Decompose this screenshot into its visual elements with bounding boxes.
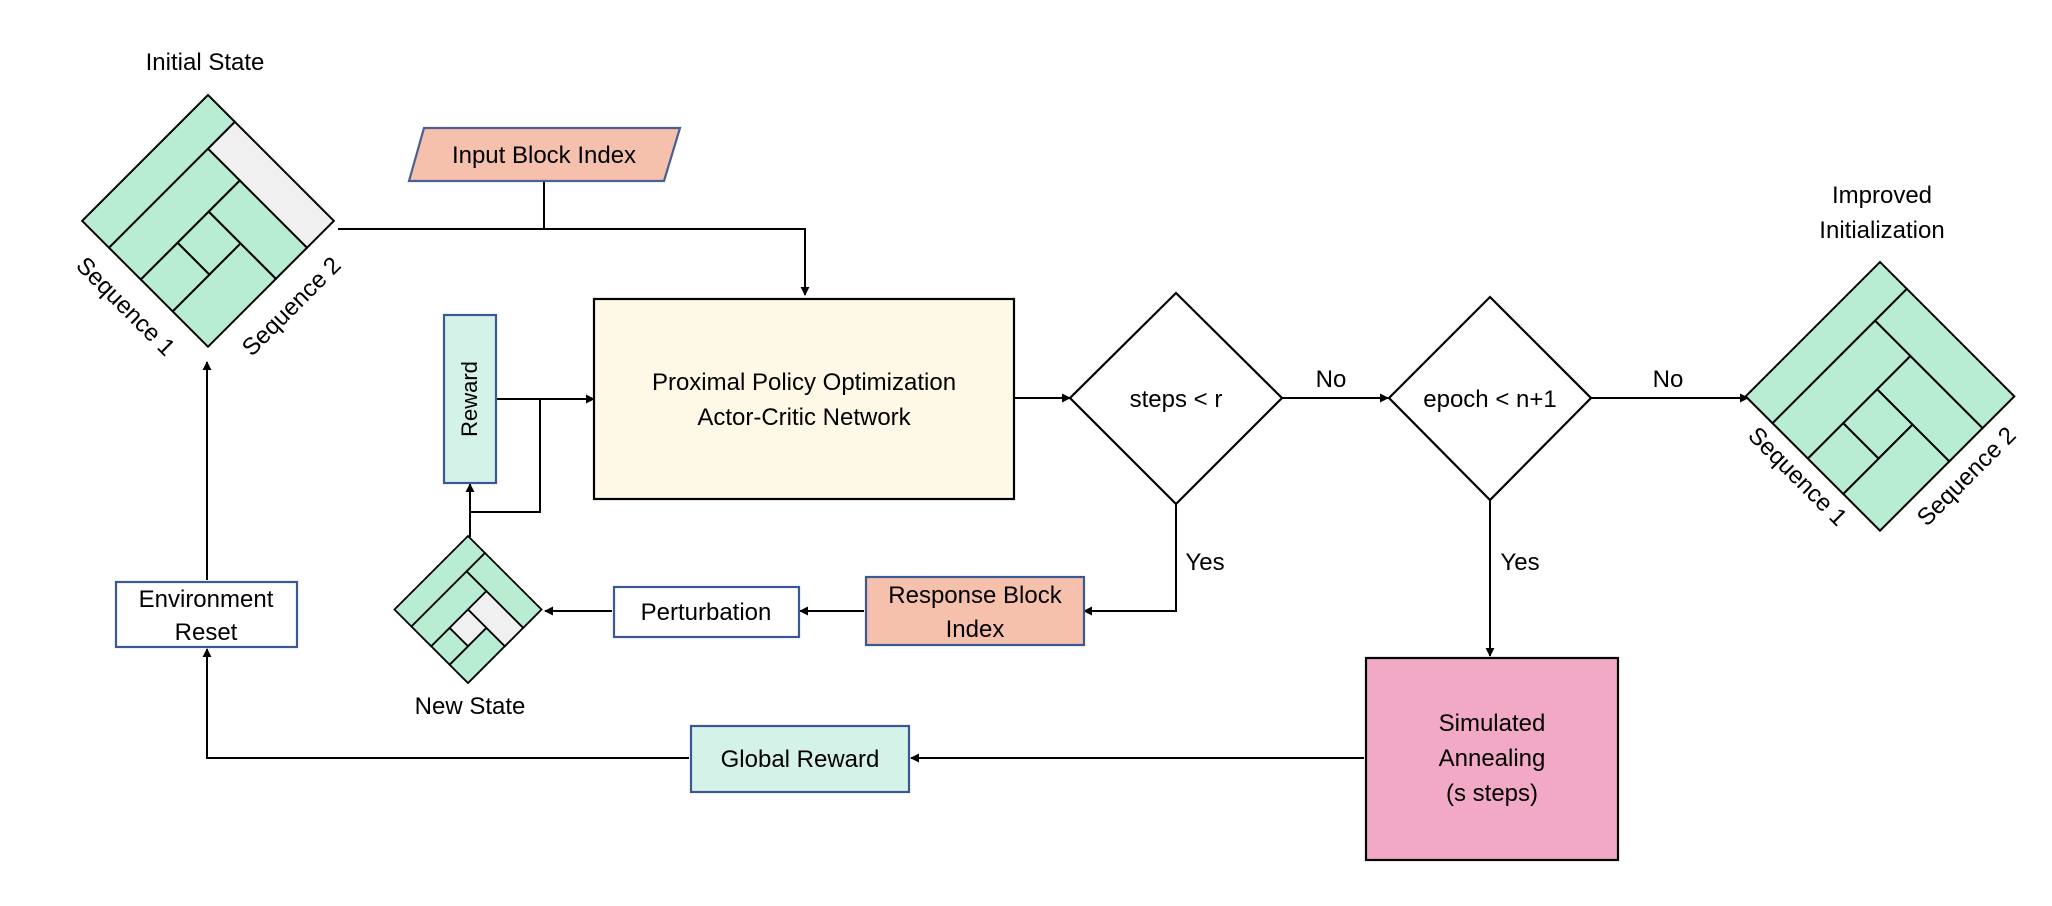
ppo-box	[592, 297, 1016, 501]
ppo-label-line1: Proximal Policy Optimization	[652, 369, 956, 396]
input-block-index-label: Input Block Index	[452, 142, 636, 169]
simulated-annealing-label-line2: Annealing	[1439, 745, 1546, 772]
no-label-epoch: No	[1653, 366, 1684, 393]
connector-new-state-to-ppo	[470, 399, 541, 513]
improved-initialization-grid	[1744, 260, 2016, 533]
steps-decision-diamond	[1068, 291, 1284, 506]
perturbation-label: Perturbation	[641, 599, 772, 626]
response-block-index-box	[864, 575, 1086, 647]
improved-initialization-label-line1: Improved	[1832, 182, 1932, 209]
yes-label-epoch: Yes	[1500, 549, 1539, 576]
reward-label: Reward	[457, 361, 482, 437]
epoch-decision-diamond	[1387, 295, 1593, 502]
global-reward-box	[689, 724, 911, 794]
response-block-index-label-line2: Index	[946, 616, 1005, 643]
environment-reset-box	[114, 580, 299, 649]
initial-state-label: Initial State	[146, 49, 265, 76]
environment-reset-label-line1: Environment	[139, 586, 274, 613]
grid-block	[139, 241, 211, 313]
no-label-steps: No	[1316, 366, 1347, 393]
grid-block	[429, 626, 470, 666]
epoch-condition-label: epoch < n+1	[1423, 386, 1556, 413]
improved-initialization-label-line2: Initialization	[1819, 217, 1944, 244]
simulated-annealing-label-line1: Simulated	[1439, 710, 1546, 737]
yes-label-steps: Yes	[1185, 549, 1224, 576]
connector-steps-to-response	[1083, 504, 1177, 616]
simulated-annealing-box	[1364, 656, 1620, 862]
new-state-grid	[393, 534, 543, 685]
global-reward-label: Global Reward	[721, 746, 880, 773]
response-block-index-label-line1: Response Block	[888, 582, 1062, 609]
reward-box	[442, 313, 498, 485]
ppo-label-line2: Actor-Critic Network	[697, 404, 911, 431]
connector-initial-to-ppo	[338, 228, 810, 296]
perturbation-box	[612, 585, 801, 639]
initial-state-grid	[80, 93, 336, 349]
new-state-label: New State	[415, 693, 526, 720]
input-block-index-box	[407, 126, 682, 183]
environment-reset-label-line2: Reset	[175, 619, 238, 646]
steps-condition-label: steps < r	[1130, 386, 1223, 413]
connector-global-reward-to-reset	[202, 648, 689, 759]
grid-block	[1806, 421, 1880, 496]
simulated-annealing-label-line3: (s steps)	[1446, 780, 1538, 807]
